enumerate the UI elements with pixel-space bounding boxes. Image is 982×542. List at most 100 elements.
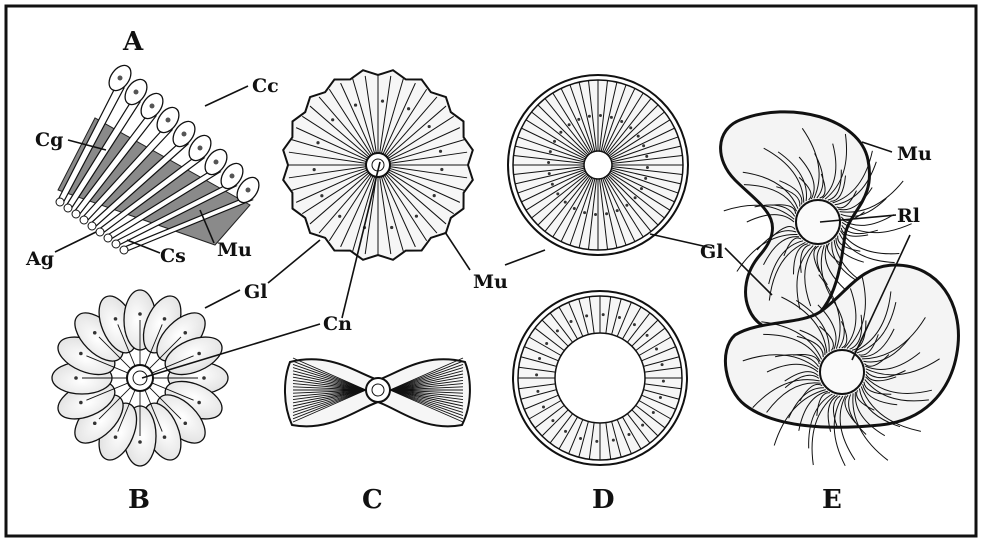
gland-fiber	[840, 231, 899, 254]
cell-nucleus	[163, 435, 167, 439]
cell-nucleus	[440, 168, 443, 171]
cell-nucleus	[313, 168, 316, 171]
cell-base	[56, 198, 64, 206]
cell-nucleus	[644, 177, 647, 180]
cell-base	[120, 246, 128, 254]
label-mu-a: Mu	[217, 239, 252, 261]
cell-nucleus	[556, 329, 559, 332]
cell-base	[112, 240, 120, 248]
cell-nucleus	[585, 314, 588, 317]
cell-base	[88, 222, 96, 230]
label-rl: Rl	[897, 205, 920, 227]
label-gl-d: Gl	[700, 241, 723, 263]
cell-nucleus	[646, 166, 649, 169]
cell-nucleus	[595, 440, 598, 443]
cell-nucleus	[415, 215, 418, 218]
cell-nucleus	[637, 135, 640, 138]
leader-mu-d	[505, 250, 545, 265]
cell-nucleus	[138, 312, 142, 316]
label-cs: Cs	[160, 245, 186, 267]
cell-nucleus	[390, 226, 393, 229]
cell-nucleus	[642, 144, 645, 147]
label-mu-d: Mu	[473, 271, 508, 293]
cell-nucleus	[577, 118, 580, 121]
cell-nucleus	[564, 201, 567, 204]
cell-nucleus	[163, 317, 167, 321]
cell-nucleus	[182, 132, 187, 137]
label-gl-b: Gl	[244, 281, 267, 303]
cell-nucleus	[114, 435, 118, 439]
cell-nucleus	[662, 380, 665, 383]
cell-nucleus	[645, 155, 648, 158]
cell-nucleus	[536, 390, 539, 393]
cell-nucleus	[559, 131, 562, 134]
panel-label-d: D	[592, 485, 615, 515]
cell-nucleus	[542, 405, 545, 408]
cell-nucleus	[79, 352, 83, 356]
leader-gl-b1	[205, 290, 240, 308]
panel-label-a: A	[122, 27, 144, 57]
cell-nucleus	[134, 90, 139, 95]
cell-nucleus	[599, 114, 602, 117]
cell-nucleus	[93, 331, 97, 335]
gland-lumen	[555, 333, 645, 423]
label-cg: Cg	[35, 129, 63, 151]
central-canal-lumen	[133, 371, 147, 385]
cell-nucleus	[610, 116, 613, 119]
cell-nucleus	[625, 204, 628, 207]
cell-nucleus	[428, 125, 431, 128]
panel-a-cell-cluster	[56, 61, 263, 254]
cell-nucleus	[602, 313, 605, 316]
cell-nucleus	[612, 439, 615, 442]
cell-nucleus	[439, 150, 442, 153]
cell-nucleus	[214, 160, 219, 165]
cell-nucleus	[246, 188, 251, 193]
gland-ring-lower	[513, 291, 687, 465]
cell-nucleus	[354, 103, 357, 106]
gland-lumen	[584, 151, 612, 179]
cell-nucleus	[118, 76, 123, 81]
cell-nucleus	[594, 213, 597, 216]
panel-d-sections	[508, 75, 688, 465]
cell-nucleus	[138, 440, 142, 444]
cell-base	[72, 210, 80, 218]
bowtie-section	[285, 358, 470, 426]
cell-nucleus	[579, 437, 582, 440]
cell-nucleus	[583, 211, 586, 214]
cell-nucleus	[553, 140, 556, 143]
cell-nucleus	[548, 172, 551, 175]
label-ag: Ag	[25, 248, 54, 270]
cell-base	[104, 234, 112, 242]
panel-label-b: B	[128, 485, 150, 515]
cell-nucleus	[338, 215, 341, 218]
cell-nucleus	[655, 348, 658, 351]
cell-nucleus	[183, 421, 187, 425]
cell-nucleus	[620, 120, 623, 123]
cell-nucleus	[551, 419, 554, 422]
cell-nucleus	[114, 317, 118, 321]
panel-c-sections	[283, 70, 473, 426]
cell-base	[64, 204, 72, 212]
cell-nucleus	[568, 123, 571, 126]
central-canal-lumen	[372, 384, 384, 396]
cell-nucleus	[547, 161, 550, 164]
cell-nucleus	[538, 357, 541, 360]
cell-nucleus	[641, 424, 644, 427]
cell-nucleus	[556, 192, 559, 195]
reservoir-lower	[820, 350, 864, 394]
cell-nucleus	[549, 150, 552, 153]
cell-nucleus	[183, 331, 187, 335]
cell-nucleus	[197, 401, 201, 405]
cell-nucleus	[634, 196, 637, 199]
label-cn: Cn	[323, 313, 352, 335]
cell-nucleus	[627, 433, 630, 436]
cell-nucleus	[230, 174, 235, 179]
cell-nucleus	[618, 316, 621, 319]
cell-nucleus	[564, 430, 567, 433]
cell-nucleus	[433, 194, 436, 197]
cell-nucleus	[150, 104, 155, 109]
cell-nucleus	[74, 376, 78, 380]
cell-nucleus	[535, 373, 538, 376]
cell-nucleus	[588, 115, 591, 118]
